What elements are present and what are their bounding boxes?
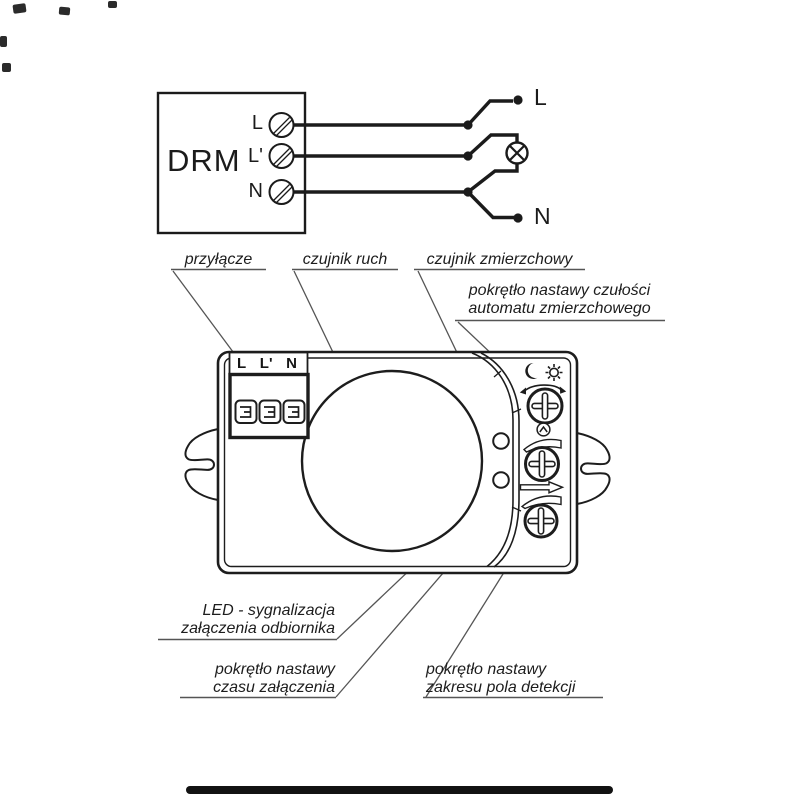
time-knob (524, 446, 560, 482)
detection-range-knob (523, 503, 559, 539)
callout-connector: przyłącze (184, 251, 253, 268)
device-body-inner-outline (223, 357, 572, 568)
screw-terminal-icon (268, 143, 295, 169)
watermark-speck (58, 6, 71, 16)
callout-twilight-sensor: czujnik zmierzchowy (426, 251, 573, 268)
bottom-indicator-bar (186, 786, 613, 794)
terminal-label-l: L (251, 112, 263, 134)
strip-label-l: L (237, 355, 247, 372)
branch-n (466, 190, 514, 220)
switch-arm-l (466, 99, 513, 127)
watermark-speck (108, 1, 117, 8)
twilight-sensor-window (492, 432, 510, 450)
wires (293, 99, 519, 220)
callout-range-knob: pokrętło nastawy zakresu pola detekcji (426, 661, 611, 697)
wire-clamp-icon (282, 399, 306, 424)
sun-icon (545, 364, 563, 381)
watermark-speck (0, 36, 7, 47)
screw-terminal-icon (268, 112, 295, 138)
strip-label-n: N (286, 355, 297, 372)
callout-led-line2: załączenia odbiornika (181, 620, 335, 637)
callout-underlines (158, 268, 665, 699)
terminal-clamp-box (228, 372, 310, 440)
callout-range-knob-line2: zakresu pola detekcji (426, 679, 576, 696)
callout-led-line1: LED - sygnalizacja (202, 602, 336, 619)
screw-terminal-icon (268, 179, 295, 205)
callout-led: LED - sygnalizacja załączenia odbiornika (150, 602, 335, 638)
device-model-label: DRM (167, 143, 241, 178)
rotation-arrow-icon (519, 384, 567, 395)
wire-clamp-icon (258, 399, 282, 424)
mounting-wing-right (576, 431, 611, 506)
device-drawing (184, 350, 611, 575)
wire-clamp-icon (234, 399, 258, 424)
device-strip-labels: L L' N (237, 355, 297, 372)
motion-sensor-dome (300, 369, 484, 553)
mounting-wing-left (184, 427, 219, 502)
panel-arc-ticks (493, 370, 522, 512)
level-wedge-icon (520, 495, 562, 510)
callout-time-knob: pokrętło nastawy czasu załączenia (147, 661, 335, 697)
terminal-label-l-prime: L' (248, 145, 263, 167)
watermark-speck (12, 3, 27, 14)
callout-range-knob-line1: pokrętło nastawy (426, 661, 547, 678)
callout-twilight-knob: pokrętło nastawy czułości automatu zmier… (452, 282, 667, 318)
strip-label-l-prime: L' (259, 355, 273, 372)
callout-time-knob-line2: czasu załączenia (213, 679, 335, 696)
terminal-label-n: N (248, 180, 263, 202)
clock-icon (536, 422, 551, 437)
range-arrow-icon (519, 480, 565, 494)
twilight-sensitivity-knob (526, 387, 564, 425)
led-indicator (492, 471, 510, 489)
panel-arc-inner (480, 352, 520, 568)
watermark-speck (2, 63, 11, 72)
panel-arc-outer (471, 352, 514, 568)
lamp-to-n (466, 163, 519, 194)
mains-neutral-label: N (534, 203, 551, 229)
callout-motion-sensor: czujnik ruch (302, 251, 388, 268)
moon-icon (525, 362, 538, 379)
callout-twilight-knob-line2: automatu zmierzchowego (468, 300, 651, 317)
junction-dots (463, 95, 523, 223)
wiring-diagram (156, 91, 529, 235)
callout-twilight-knob-line1: pokrętło nastawy czułości (468, 282, 651, 299)
switch-arm-l-prime (466, 133, 519, 158)
mains-live-label: L (534, 84, 547, 110)
drm-box (156, 91, 307, 235)
lamp-icon (505, 141, 529, 165)
callout-time-knob-line1: pokrętło nastawy (214, 661, 335, 678)
